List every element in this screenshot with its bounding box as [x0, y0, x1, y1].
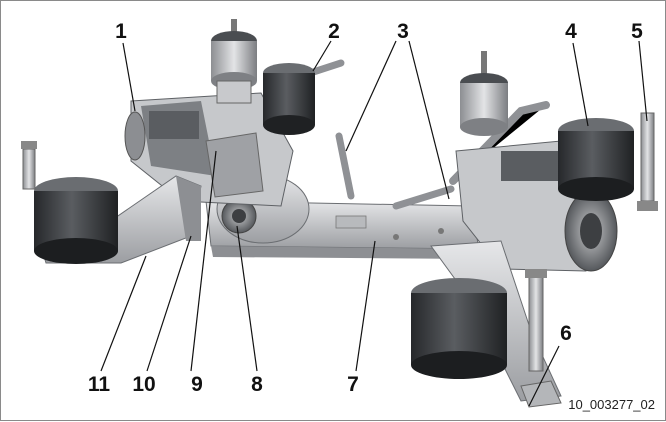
callout-4: 4	[565, 20, 577, 43]
callout-3: 3	[397, 20, 409, 43]
callout-9: 9	[191, 373, 203, 396]
callout-5: 5	[631, 20, 643, 43]
right-front-shock-absorber	[520, 269, 562, 408]
callout-8: 8	[251, 373, 263, 396]
leader-lines	[100, 40, 648, 407]
right-rear-shock-absorber	[637, 112, 658, 211]
callout-1: 1	[115, 20, 127, 43]
callout-6: 6	[560, 322, 572, 345]
left-shock-absorber	[21, 141, 37, 190]
right-brake-chamber	[460, 51, 508, 136]
right-front-air-spring	[411, 278, 507, 379]
right-rear-air-spring	[558, 118, 634, 201]
left-rear-air-spring	[263, 63, 315, 135]
callout-7: 7	[347, 373, 359, 396]
left-brake-hub	[124, 92, 294, 207]
callout-10: 10	[132, 373, 156, 396]
callout-2: 2	[328, 20, 340, 43]
left-front-air-spring	[34, 177, 118, 264]
left-brake-chamber	[211, 19, 257, 104]
figure-reference-code: 10_003277_02	[568, 397, 655, 412]
callout-11: 11	[87, 373, 111, 396]
